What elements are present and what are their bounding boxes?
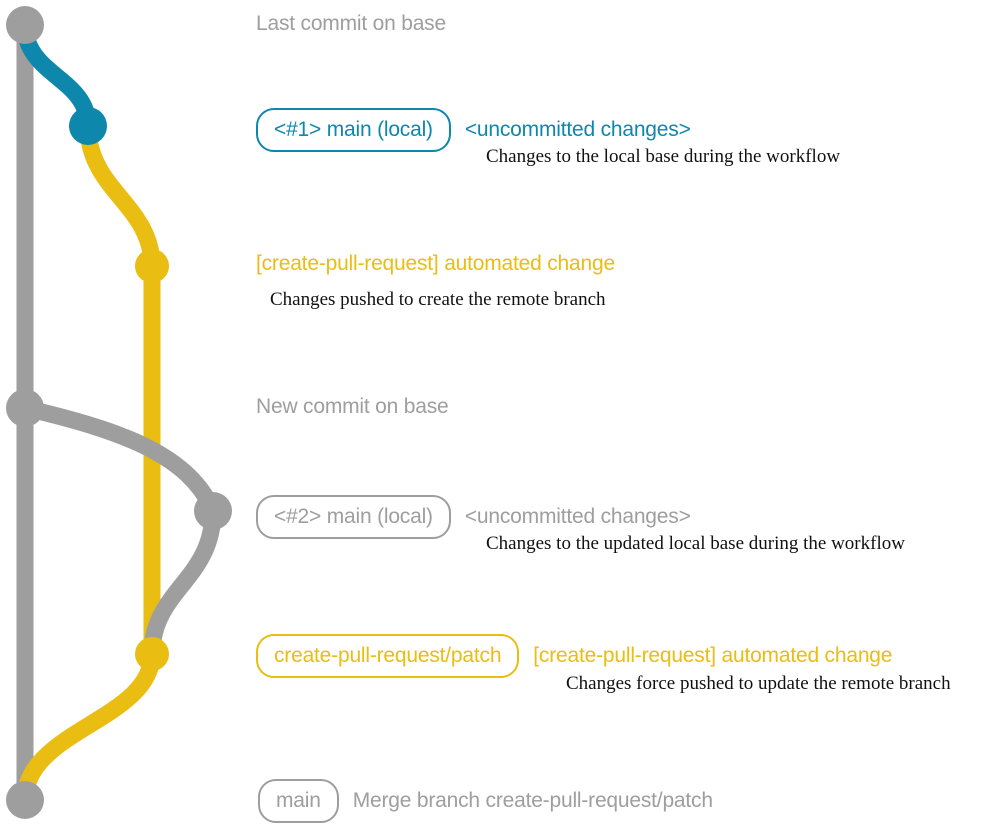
commit-node-base-new[interactable] bbox=[6, 389, 44, 427]
ref-badge-main-local-2[interactable]: <#2> main (local) bbox=[256, 495, 451, 539]
commit-node-base-top[interactable] bbox=[6, 6, 44, 44]
row-commit-5-merge: main Merge branch create-pull-request/pa… bbox=[258, 779, 713, 823]
ref-badge-create-pull-request-patch[interactable]: create-pull-request/patch bbox=[256, 634, 520, 678]
edge-patch-to-merge bbox=[16, 645, 161, 809]
commit-description: Changes force pushed to update the remot… bbox=[566, 673, 951, 694]
commit-description: Changes to the local base during the wor… bbox=[486, 146, 841, 167]
row-commit-3-main-local: <#2> main (local) <uncommitted changes> bbox=[256, 495, 691, 539]
row-last-commit-on-base: Last commit on base bbox=[256, 12, 446, 36]
commit-description: Changes to the updated local base during… bbox=[486, 533, 905, 554]
commit-node-merge[interactable] bbox=[6, 781, 44, 819]
commit-node-remote-1[interactable] bbox=[135, 249, 169, 283]
edge-local1-to-remote bbox=[79, 117, 161, 663]
commit-subject: [create-pull-request] automated change bbox=[533, 644, 893, 667]
row-commit-1-main-local: <#1> main (local) <uncommitted changes> bbox=[256, 108, 691, 152]
edge-local2-to-patch bbox=[143, 502, 222, 663]
commit-description: Changes pushed to create the remote bran… bbox=[270, 289, 606, 310]
commit-node-remote-2[interactable] bbox=[135, 637, 169, 671]
commit-subject: Merge branch create-pull-request/patch bbox=[352, 789, 713, 812]
commit-subject: <uncommitted changes> bbox=[464, 118, 691, 141]
ref-badge-main-local-1[interactable]: <#1> main (local) bbox=[256, 108, 451, 152]
row-commit-4-force-pushed: create-pull-request/patch [create-pull-r… bbox=[256, 634, 892, 678]
row-commit-2-automated-change: [create-pull-request] automated change bbox=[256, 252, 615, 276]
commit-subject: Last commit on base bbox=[256, 12, 446, 35]
ref-badge-main[interactable]: main bbox=[258, 779, 339, 823]
row-new-commit-on-base: New commit on base bbox=[256, 395, 449, 419]
edge-base-to-local2 bbox=[16, 399, 222, 520]
commit-subject: [create-pull-request] automated change bbox=[256, 252, 615, 275]
commit-subject: <uncommitted changes> bbox=[464, 505, 691, 528]
commit-subject: New commit on base bbox=[256, 395, 449, 418]
commit-node-local-1[interactable] bbox=[69, 107, 107, 145]
commit-node-local-2[interactable] bbox=[194, 492, 232, 530]
